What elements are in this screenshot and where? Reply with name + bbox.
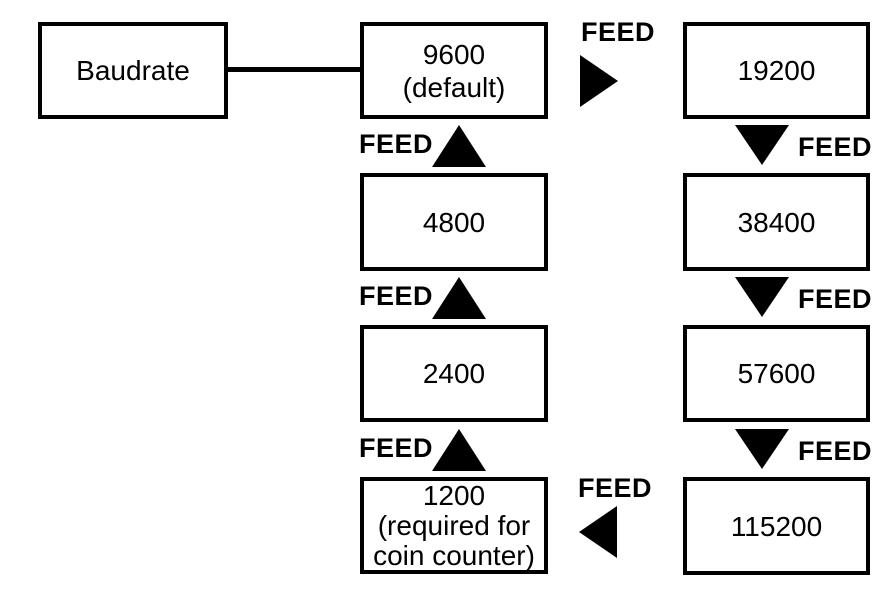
feed-down-arrow-icon-2 bbox=[735, 277, 789, 317]
feed-right-arrow-icon bbox=[580, 55, 618, 107]
node-4800: 4800 bbox=[360, 173, 548, 271]
node-4800-value: 4800 bbox=[422, 206, 486, 238]
node-38400: 38400 bbox=[683, 173, 870, 271]
node-1200-note-line2: coin counter) bbox=[373, 539, 535, 571]
node-9600-value: 9600 bbox=[422, 38, 486, 70]
node-9600-note: (default) bbox=[402, 71, 506, 103]
node-19200: 19200 bbox=[683, 22, 870, 119]
node-115200-value: 115200 bbox=[730, 510, 823, 542]
feed-label-up-3: FEED bbox=[359, 433, 434, 463]
node-38400-value: 38400 bbox=[737, 206, 816, 238]
node-1200-note-line1: (required for bbox=[377, 509, 531, 541]
node-19200-value: 19200 bbox=[737, 55, 816, 86]
node-2400: 2400 bbox=[360, 325, 548, 422]
node-57600: 57600 bbox=[683, 325, 870, 422]
feed-up-arrow-icon-1 bbox=[432, 125, 486, 167]
feed-up-arrow-icon-3 bbox=[432, 429, 486, 471]
feed-label-down-3: FEED bbox=[798, 436, 873, 466]
feed-label-left: FEED bbox=[578, 473, 653, 503]
node-1200: 1200 (required for coin counter) bbox=[360, 477, 548, 574]
connector-line bbox=[228, 67, 360, 72]
feed-left-arrow-icon bbox=[579, 506, 617, 558]
node-1200-value: 1200 bbox=[422, 479, 486, 511]
feed-label-up-2: FEED bbox=[359, 281, 434, 311]
baudrate-box: Baudrate bbox=[38, 22, 228, 119]
feed-down-arrow-icon-1 bbox=[735, 125, 789, 165]
feed-label-up-1: FEED bbox=[359, 129, 434, 159]
node-9600: 9600 (default) bbox=[360, 22, 548, 119]
feed-label-down-2: FEED bbox=[798, 284, 873, 314]
feed-label-right: FEED bbox=[581, 17, 656, 47]
node-57600-value: 57600 bbox=[737, 358, 816, 389]
node-2400-value: 2400 bbox=[422, 358, 486, 389]
feed-label-down-1: FEED bbox=[798, 132, 873, 162]
feed-up-arrow-icon-2 bbox=[432, 277, 486, 319]
feed-down-arrow-icon-3 bbox=[735, 429, 789, 469]
baudrate-label: Baudrate bbox=[76, 55, 190, 86]
node-115200: 115200 bbox=[683, 477, 870, 575]
